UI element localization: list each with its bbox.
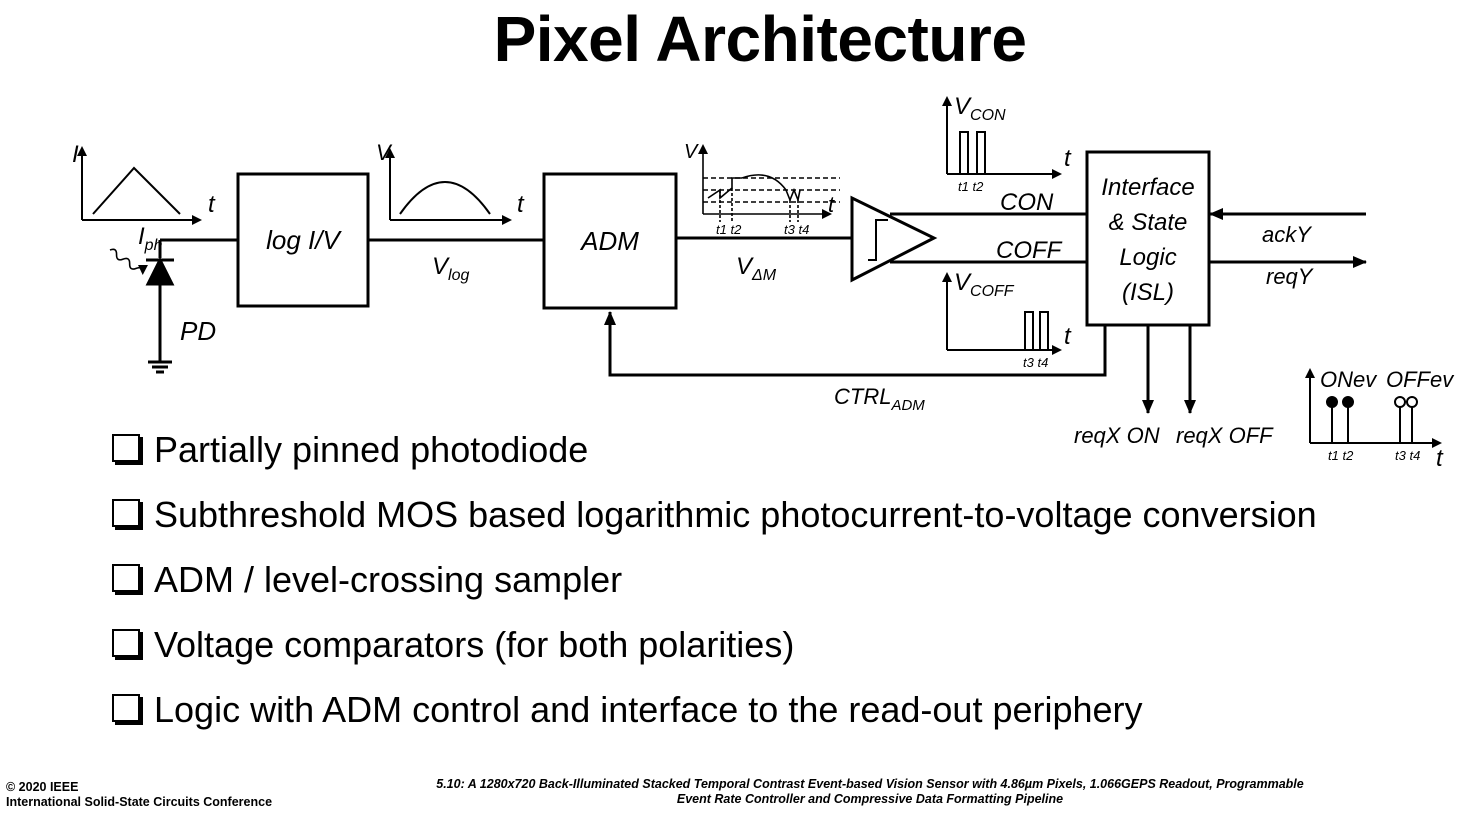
log-iv-label: log I/V <box>266 225 342 255</box>
adm-block <box>542 172 678 310</box>
ctrl-adm-feedback <box>604 311 1107 377</box>
reqx-on-label: reqX ON <box>1074 423 1160 448</box>
vdm-y-label: V <box>684 141 699 163</box>
comparator <box>850 195 1087 283</box>
event-plot <box>1305 368 1442 448</box>
input-y-label: I <box>72 141 79 168</box>
bullet-text: ADM / level-crossing sampler <box>154 558 623 600</box>
page-title: Pixel Architecture <box>493 3 1027 75</box>
vcon-label: VCON <box>954 93 1006 124</box>
bullet-item: Logic with ADM control and interface to … <box>112 677 1317 742</box>
isl-line-1: Interface <box>1101 174 1194 201</box>
vcon-ticks-label: t1 t2 <box>958 179 984 194</box>
reqx-off-label: reqX OFF <box>1176 423 1274 448</box>
bullet-text: Logic with ADM control and interface to … <box>154 688 1143 730</box>
bullet-item: Partially pinned photodiode <box>112 417 1317 482</box>
conference-text: International Solid-State Circuits Confe… <box>6 795 273 809</box>
bullet-text: Subthreshold MOS based logarithmic photo… <box>154 493 1317 535</box>
vcoff-ticks-label: t3 t4 <box>1023 355 1048 370</box>
isl-line-2: & State <box>1109 209 1188 236</box>
bullet-list: Partially pinned photodiode Subthreshold… <box>112 417 1317 742</box>
onev-label: ONev <box>1320 367 1378 392</box>
vcon-x-label: t <box>1064 145 1072 172</box>
vcoff-x-label: t <box>1064 323 1072 350</box>
checkbox-bullet-icon <box>112 498 140 527</box>
footer-paper-title: 5.10: A 1280x720 Back-Illuminated Stacke… <box>380 777 1360 807</box>
coff-label: COFF <box>996 237 1063 264</box>
vlog-y-label: V <box>376 140 393 165</box>
acky-label: ackY <box>1262 222 1312 247</box>
bullet-item: ADM / level-crossing sampler <box>112 547 1317 612</box>
reqy-label: reqY <box>1266 264 1314 289</box>
paper-title-line-2: Event Rate Controller and Compressive Da… <box>676 792 1064 806</box>
checkbox-bullet-icon <box>112 433 140 462</box>
event-ticks-off-label: t3 t4 <box>1395 448 1420 463</box>
offev-label: OFFev <box>1386 367 1455 392</box>
paper-title-line-1: 5.10: A 1280x720 Back-Illuminated Stacke… <box>436 777 1304 791</box>
vlog-label: Vlog <box>432 253 469 284</box>
bullet-item: Subthreshold MOS based logarithmic photo… <box>112 482 1317 547</box>
vdm-t1t2-label: t1 t2 <box>716 222 742 237</box>
vcoff-waveform <box>942 272 1062 355</box>
photodiode <box>145 238 238 374</box>
light-incident-icon <box>109 248 148 275</box>
vcon-waveform <box>942 96 1062 179</box>
checkbox-bullet-icon <box>112 693 140 722</box>
event-x-label: t <box>1436 445 1444 472</box>
bullet-item: Voltage comparators (for both polarities… <box>112 612 1317 677</box>
checkbox-bullet-icon <box>112 628 140 657</box>
ctrl-adm-label: CTRLADM <box>834 384 925 414</box>
vdm-label: VΔM <box>736 253 777 284</box>
isl-line-3: Logic <box>1119 244 1176 271</box>
vdm-waveform <box>698 144 840 222</box>
vdm-x-label: t <box>828 192 835 217</box>
con-label: CON <box>1000 189 1054 216</box>
footer-copyright: © 2020 IEEE International Solid-State Ci… <box>6 780 272 810</box>
isl-line-4: (ISL) <box>1122 279 1174 306</box>
pd-label: PD <box>180 316 216 346</box>
event-ticks-on-label: t1 t2 <box>1328 448 1354 463</box>
vlog-x-label: t <box>517 191 525 218</box>
vlog-waveform <box>385 148 512 225</box>
checkbox-bullet-icon <box>112 563 140 592</box>
vcoff-label: VCOFF <box>954 269 1015 300</box>
vdm-t3t4-label: t3 t4 <box>784 222 809 237</box>
bullet-text: Voltage comparators (for both polarities… <box>154 623 795 665</box>
input-current-waveform <box>77 146 202 225</box>
bullet-text: Partially pinned photodiode <box>154 428 589 470</box>
copyright-text: © 2020 IEEE <box>6 780 79 794</box>
adm-label: ADM <box>579 226 639 256</box>
iph-label: Iph <box>138 223 163 254</box>
input-x-label: t <box>208 191 216 218</box>
